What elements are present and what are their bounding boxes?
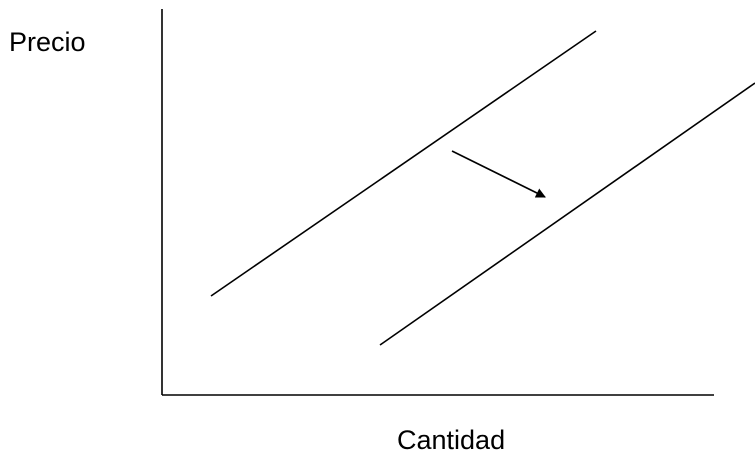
shifted-curve bbox=[379, 82, 755, 346]
original-curve bbox=[210, 30, 597, 297]
x-axis-label: Cantidad bbox=[397, 425, 506, 455]
y-axis-label: Precio bbox=[9, 27, 86, 57]
shift-arrow bbox=[451, 150, 546, 198]
